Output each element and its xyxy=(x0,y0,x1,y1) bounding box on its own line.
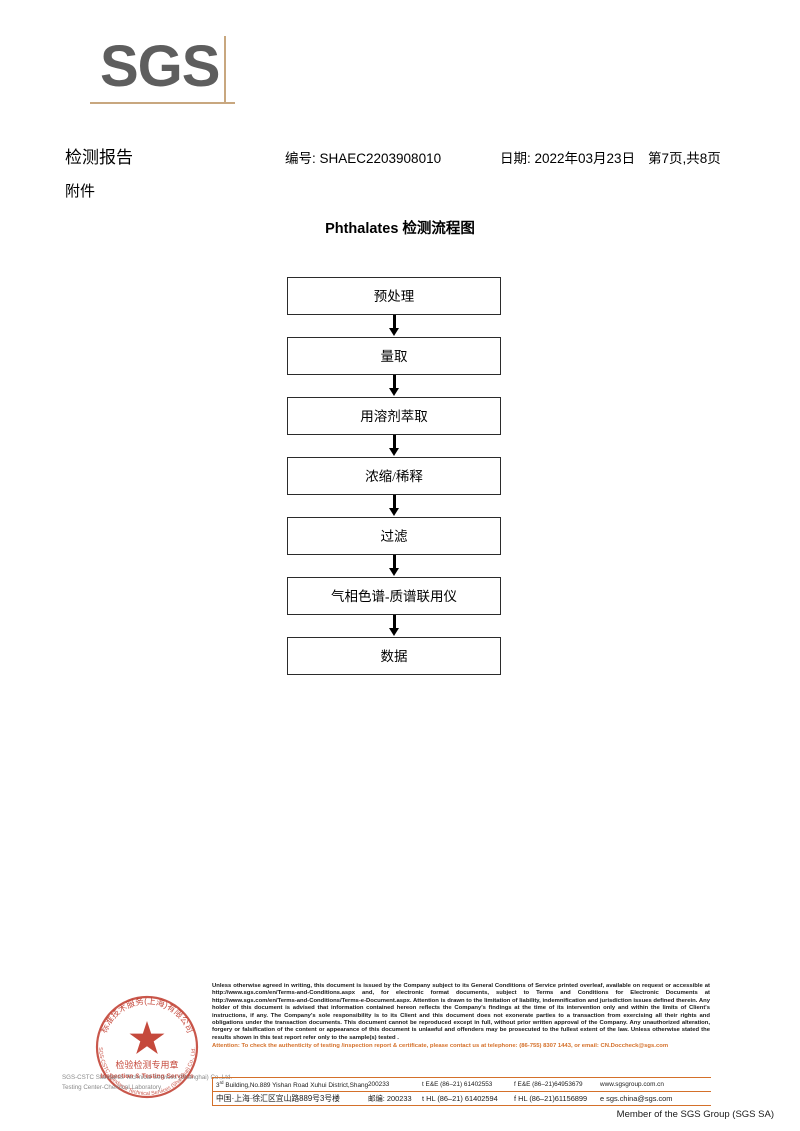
zip-cn: 邮编: 200233 xyxy=(368,1094,412,1103)
attachment-label: 附件 xyxy=(65,183,96,200)
logo-vertical-rule xyxy=(224,36,226,104)
flow-node-pretreatment: 预处理 xyxy=(287,277,501,315)
seal-icon: 标准技术服务(上海)有限公司 SGS-CSTC Standards Techni… xyxy=(95,996,199,1099)
flow-node-label: 预处理 xyxy=(373,289,415,304)
flow-node-label: 数据 xyxy=(380,649,408,664)
svg-text:检验检测专用章: 检验检测专用章 xyxy=(115,1059,178,1070)
legal-terms-text: Unless otherwise agreed in writing, this… xyxy=(212,983,710,1041)
official-seal-stamp: 标准技术服务(上海)有限公司 SGS-CSTC Standards Techni… xyxy=(88,988,206,1106)
footer-address-table: 3rd Building,No.889 Yishan Road Xuhui Di… xyxy=(212,1077,711,1106)
page-indicator: 第7页,共8页 xyxy=(648,151,721,166)
address-en: 3rd Building,No.889 Yishan Road Xuhui Di… xyxy=(216,1079,368,1090)
flow-arrow-icon xyxy=(287,495,501,517)
flowchart-title: Phthalates 检测流程图 xyxy=(325,221,475,237)
svg-text:Inspection & Testing Services: Inspection & Testing Services xyxy=(100,1073,194,1080)
phone-en-2: f E&E (86–21)64953679 xyxy=(514,1081,583,1088)
flow-node-label: 浓缩/稀释 xyxy=(365,469,423,484)
flow-node-solvent-extraction: 用溶剂萃取 xyxy=(287,397,501,435)
flow-arrow-icon xyxy=(287,435,501,457)
sgs-logo: SGS xyxy=(90,34,240,108)
flow-node-label: 过滤 xyxy=(380,529,408,544)
zip-en: 200233 xyxy=(368,1081,390,1088)
footer-legal-block: Unless otherwise agreed in writing, this… xyxy=(212,983,710,1051)
website-url: www.sgsgroup.com.cn xyxy=(600,1081,664,1088)
flow-arrow-icon xyxy=(287,615,501,637)
phone-cn-1: t HL (86–21) 61402594 xyxy=(422,1094,498,1103)
flowchart: 预处理 量取 用溶剂萃取 浓缩/稀释 过滤 气相色谱-质谱联用仪 数据 xyxy=(287,277,503,675)
flow-node-concentrate-dilute: 浓缩/稀释 xyxy=(287,457,501,495)
address-row-en: 3rd Building,No.889 Yishan Road Xuhui Di… xyxy=(213,1078,711,1091)
laboratory-name-line1: SGS-CSTC Standards Technical Services (S… xyxy=(62,1074,233,1081)
flow-node-gcms: 气相色谱-质谱联用仪 xyxy=(287,577,501,615)
address-cn: 中国·上海·徐汇区宜山路889号3号楼 xyxy=(216,1094,340,1103)
flow-node-label: 量取 xyxy=(380,349,408,364)
attention-notice: Attention: To check the authenticity of … xyxy=(212,1043,669,1050)
report-number: 编号: SHAEC2203908010 xyxy=(285,151,442,166)
phone-en-1: t E&E (86–21) 61402553 xyxy=(422,1081,493,1088)
flow-node-measure: 量取 xyxy=(287,337,501,375)
logo-horizontal-rule xyxy=(90,102,235,104)
phone-cn-2: f HL (86–21)61156899 xyxy=(514,1094,588,1103)
flow-arrow-icon xyxy=(287,555,501,577)
flow-node-data: 数据 xyxy=(287,637,501,675)
page-title: 检测报告 xyxy=(65,148,133,167)
laboratory-name: SGS-CSTC Standards Technical Services (S… xyxy=(62,1073,242,1092)
member-of-group-text: Member of the SGS Group (SGS SA) xyxy=(616,1109,774,1120)
laboratory-name-line2: Testing Center-Chemical Laboratory xyxy=(62,1083,162,1091)
sgs-logo-text: SGS xyxy=(100,34,220,99)
flow-node-label: 气相色谱-质谱联用仪 xyxy=(331,589,457,604)
email-address: e sgs.china@sgs.com xyxy=(600,1094,673,1103)
address-row-cn: 中国·上海·徐汇区宜山路889号3号楼 邮编: 200233 t HL (86–… xyxy=(213,1091,711,1105)
flow-node-label: 用溶剂萃取 xyxy=(360,409,428,424)
flow-node-filtration: 过滤 xyxy=(287,517,501,555)
flow-arrow-icon xyxy=(287,375,501,397)
flow-arrow-icon xyxy=(287,315,501,337)
report-date: 日期: 2022年03月23日 xyxy=(500,151,636,166)
